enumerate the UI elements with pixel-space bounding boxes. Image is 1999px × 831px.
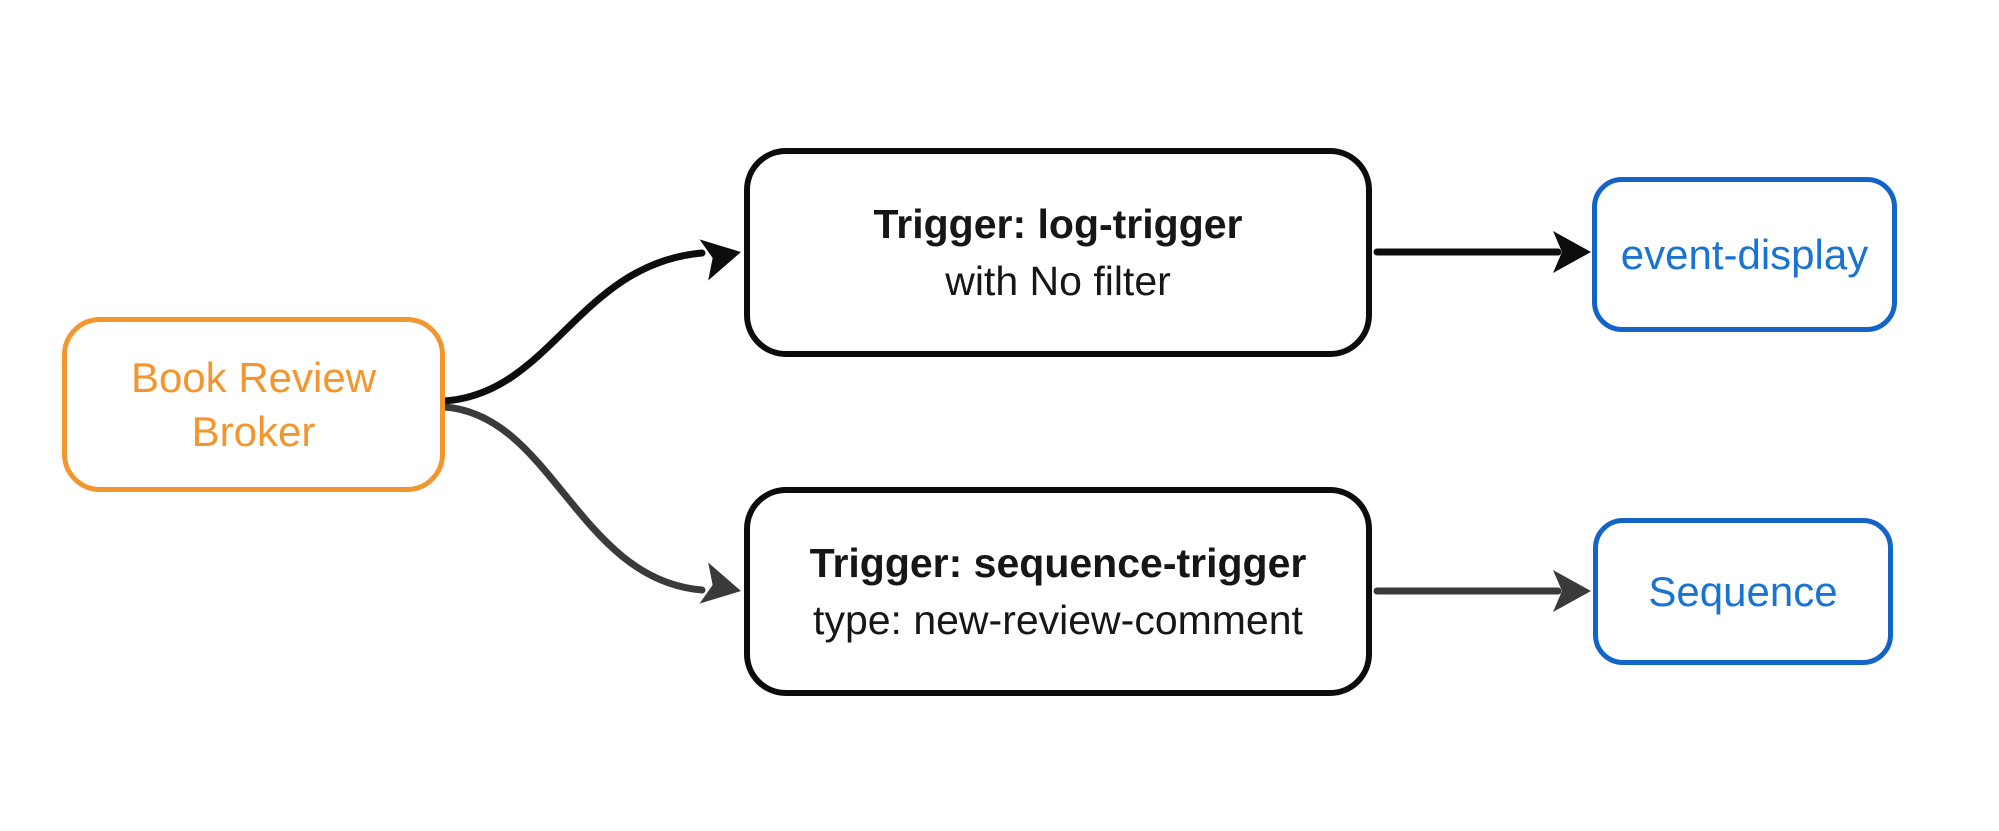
node-book-review-broker-label: Book Review Broker: [130, 353, 377, 455]
edge-broker-to-log-trigger: [440, 249, 706, 405]
node-log-trigger-title: Trigger: log-trigger: [873, 200, 1243, 247]
arrowhead-broker-to-sequence-trigger: [699, 562, 741, 604]
arrowhead-sequence-trigger-to-sequence: [1553, 570, 1591, 612]
node-sequence-trigger-subtitle: type: new-review-comment: [813, 596, 1303, 643]
node-sequence-trigger-title: Trigger: sequence-trigger: [809, 539, 1307, 586]
node-book-review-broker: Book Review Broker: [62, 317, 445, 492]
node-sequence-trigger: Trigger: sequence-trigger type: new-revi…: [744, 487, 1372, 696]
node-event-display-label: event-display: [1620, 230, 1869, 278]
node-event-display: event-display: [1592, 177, 1897, 332]
edge-broker-to-sequence-trigger: [440, 403, 706, 594]
node-sequence-label: Sequence: [1648, 567, 1838, 615]
node-log-trigger: Trigger: log-trigger with No filter: [744, 148, 1372, 357]
node-sequence: Sequence: [1593, 518, 1893, 665]
node-log-trigger-subtitle: with No filter: [945, 257, 1171, 304]
arrowhead-broker-to-log-trigger: [699, 239, 741, 281]
arrowhead-log-trigger-to-event-display: [1553, 231, 1591, 273]
